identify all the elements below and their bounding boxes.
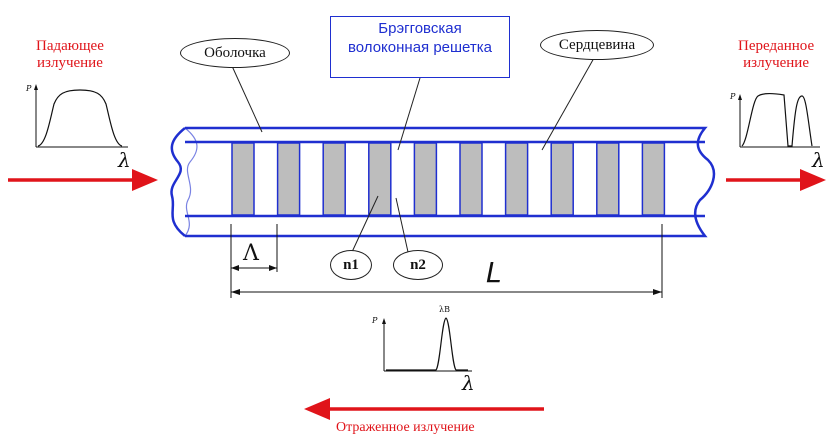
transmitted-arrow xyxy=(726,169,826,191)
period-arrow-left xyxy=(231,265,239,271)
period-symbol: Λ xyxy=(243,241,259,266)
grating-stripe xyxy=(641,142,666,216)
grating-stripe xyxy=(276,142,301,216)
transmitted-spectrum-plot xyxy=(738,93,820,148)
transmitted-lambda-axis-label: λ xyxy=(812,148,825,172)
reflected-spectrum-plot xyxy=(382,317,472,372)
fiber-left-end xyxy=(170,127,186,237)
incident-label: Падающее излучение xyxy=(36,38,104,73)
transmitted-label: Переданное излучение xyxy=(738,38,814,73)
incident-spectrum-plot xyxy=(34,84,128,148)
length-arrow-left xyxy=(231,289,240,295)
fiber-outer-outline xyxy=(185,126,716,238)
grating-stripe xyxy=(322,142,346,216)
grating-stripe xyxy=(550,142,574,216)
grating-pointer xyxy=(397,77,421,151)
transmitted-label-line1: Переданное xyxy=(738,38,815,54)
core-label: Сердцевина xyxy=(540,30,654,60)
n2-label: n2 xyxy=(393,250,443,280)
core-pointer xyxy=(541,57,595,151)
grating-label-line1: Брэгговская xyxy=(378,20,462,37)
reflected-label: Отраженное излучение xyxy=(336,420,475,435)
grating-stripe xyxy=(596,142,620,216)
transmitted-label-line2: излучение xyxy=(743,55,809,72)
n2-pointer xyxy=(395,197,409,253)
length-symbol: L xyxy=(486,256,502,289)
grating-stripe xyxy=(413,142,438,216)
incident-label-line2: излучение xyxy=(37,55,103,72)
incident-p-axis-label: P xyxy=(26,84,32,93)
grating-stripes xyxy=(231,142,666,216)
grating-label-line2: волоконная решетка xyxy=(347,38,493,56)
grating-stripe xyxy=(368,142,392,216)
grating-stripe xyxy=(231,142,255,216)
length-arrow-right xyxy=(653,289,662,295)
n1-label: n1 xyxy=(330,250,372,280)
grating-stripe xyxy=(504,142,529,216)
n1-pointer xyxy=(351,195,379,253)
cladding-label: Оболочка xyxy=(180,38,290,68)
incident-label-line1: Падающее xyxy=(36,38,104,54)
fiber-left-end-inner xyxy=(184,127,198,237)
reflected-p-axis-label: P xyxy=(372,316,378,325)
transmitted-p-axis-label: P xyxy=(730,92,736,101)
incident-lambda-axis-label: λ xyxy=(118,148,131,172)
reflected-arrow xyxy=(304,398,544,420)
bragg-wavelength-label: λB xyxy=(439,305,450,314)
cladding-pointer xyxy=(231,65,263,133)
reflected-lambda-axis-label: λ xyxy=(462,371,475,395)
incident-arrow xyxy=(8,169,158,191)
period-arrow-right xyxy=(269,265,277,271)
grating-label: Брэгговская волоконная решетка xyxy=(330,16,510,78)
grating-stripe xyxy=(459,142,483,216)
